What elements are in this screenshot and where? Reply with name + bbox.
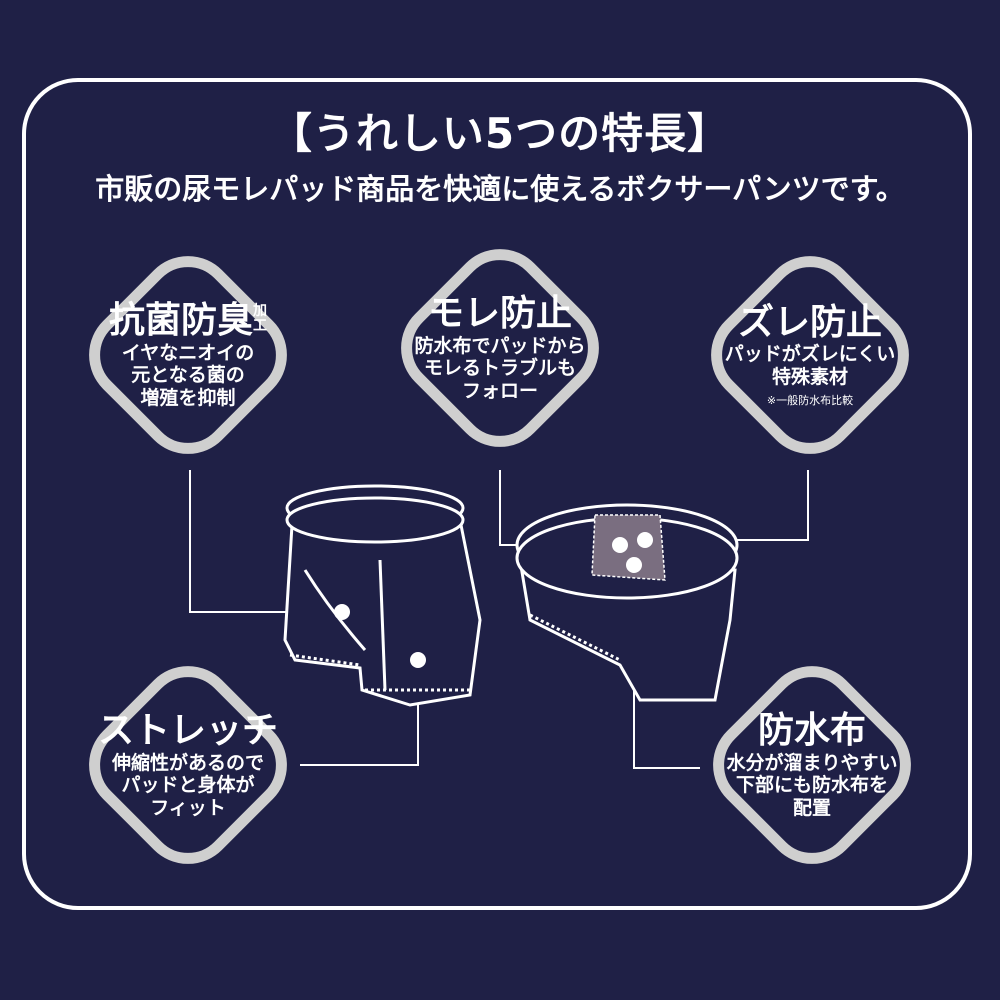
marker-dot — [334, 604, 350, 620]
marker-dot — [626, 557, 642, 573]
page-title: 【うれしい5つの特長】 — [269, 109, 731, 158]
feature-line: パッドと身体が — [121, 774, 255, 797]
feature-note: ※一般防水布比較 — [766, 393, 854, 407]
marker-dot — [637, 532, 653, 548]
boxer-front-drawing — [283, 484, 482, 707]
marker-dot — [612, 537, 628, 553]
feature-badge-waterproof: 防水布 水分が溜まりやすい 下部にも防水布を 配置 — [692, 645, 932, 885]
feature-badge-antibacterial: 抗菌防臭加工 イヤなニオイの 元となる菌の 増殖を抑制 — [68, 235, 308, 475]
feature-badge-leak-prevention: モレ防止 防水布でパッドから モレるトラブルも フォロー — [380, 228, 620, 468]
marker-dot — [410, 652, 426, 668]
feature-heading: 抗菌防臭 — [108, 300, 253, 342]
feature-line: イヤなニオイの — [121, 341, 255, 364]
feature-line: モレるトラブルも — [423, 357, 576, 380]
feature-line: 防水布でパッドから — [414, 334, 586, 357]
feature-line: 水分が溜まりやすい — [726, 751, 898, 774]
feature-line: 下部にも防水布を — [735, 774, 888, 797]
feature-line: フォロー — [461, 380, 538, 403]
feature-line: 配置 — [792, 797, 831, 820]
feature-line: 伸縮性があるので — [111, 751, 264, 774]
feature-heading: ズレ防止 — [737, 302, 882, 343]
feature-line: パッドがズレにくい — [724, 343, 896, 366]
feature-line: 特殊素材 — [771, 366, 848, 389]
feature-suffix: 加工 — [253, 303, 267, 335]
feature-line: 増殖を抑制 — [140, 387, 236, 410]
feature-heading: モレ防止 — [427, 293, 572, 335]
boxer-inside-drawing — [515, 503, 739, 702]
feature-line: 元となる菌の — [131, 364, 245, 387]
feature-line: フィット — [150, 797, 226, 820]
content-frame — [22, 78, 972, 910]
feature-heading: ストレッチ — [97, 710, 278, 752]
page-subtitle: 市販の尿モレパッド商品を快適に使えるボクサーパンツです。 — [95, 172, 905, 206]
feature-badge-slip-prevention: ズレ防止 パッドがズレにくい 特殊素材 ※一般防水布比較 — [690, 235, 930, 475]
feature-badge-stretch: ストレッチ 伸縮性があるので パッドと身体が フィット — [68, 645, 308, 885]
feature-heading: 防水布 — [757, 710, 866, 752]
